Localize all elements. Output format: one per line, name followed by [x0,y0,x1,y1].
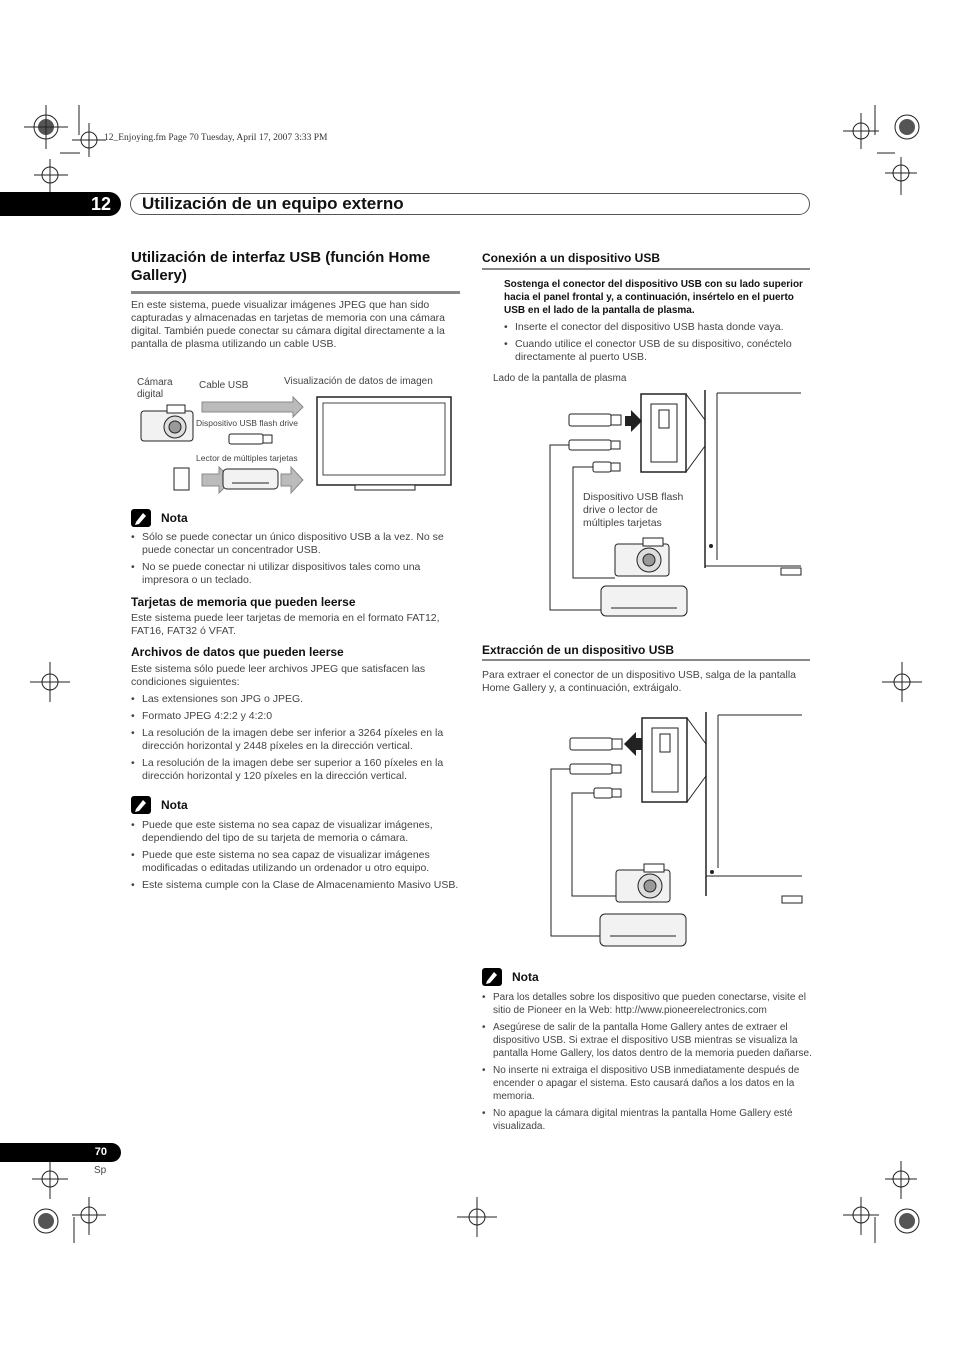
memory-card-icon [173,467,190,491]
usb-flash-drive-icon [228,433,273,445]
list-item: La resolución de la imagen debe ser supe… [131,757,461,783]
list-item: Asegúrese de salir de la pantalla Home G… [482,1021,812,1060]
list-item: Cuando utilice el conector USB de su dis… [504,338,814,364]
list-item: Las extensiones son JPG o JPEG. [131,693,461,706]
note-icon [131,509,151,527]
note-icon [482,968,502,986]
usb-insert-diagram [549,390,802,617]
list-item: No se puede conectar ni utilizar disposi… [131,561,461,587]
list-item: La resolución de la imagen debe ser infe… [131,727,461,753]
chapter-number: 12 [0,192,121,216]
note-label: Nota [512,970,539,984]
camera-icon [615,863,671,903]
note-label: Nota [161,511,188,525]
usb-remove-diagram [550,712,803,947]
remove-heading: Extracción de un dispositivo USB [482,643,675,657]
cards-paragraph: Este sistema puede leer tarjetas de memo… [131,612,440,637]
file-info: 12_Enjoying.fm Page 70 Tuesday, April 17… [104,133,328,143]
registration-mark-mid-right [882,662,922,702]
cards-heading: Tarjetas de memoria que pueden leerse [131,595,356,609]
cable-label: Cable USB [199,380,249,391]
heading-rule [482,659,810,661]
flash-drive-label: Dispositivo USB flash drive [196,418,299,428]
arrow-right-icon [625,410,642,432]
note-list-2: Puede que este sistema no sea capaz de v… [131,819,461,896]
list-item: Para los detalles sobre los dispositivo … [482,991,812,1017]
connect-list: Inserte el conector del dispositivo USB … [504,321,814,368]
connect-instruction: Sostenga el conector del dispositivo USB… [504,279,803,316]
card-reader-label: Lector de múltiples tarjetas [196,453,298,463]
note-label: Nota [161,798,188,812]
card-reader-icon [600,585,688,617]
list-item: No inserte ni extraiga el dispositivo US… [482,1064,812,1103]
page-language: Sp [94,1165,107,1176]
plasma-display-side-icon [705,712,803,904]
usb-flash-drive-icon [568,413,622,427]
note-icon [131,796,151,814]
usb-flash-drive-icon [569,737,623,751]
connect-heading: Conexión a un dispositivo USB [482,251,661,265]
note-list-3: Para los detalles sobre los dispositivo … [482,991,812,1137]
device-label: Dispositivo USB flash drive o lector de … [583,491,684,529]
registration-mark-top-left [24,105,106,197]
intro-paragraph: En este sistema, puede visualizar imágen… [131,299,446,350]
card-reader-icon [222,468,279,490]
arrow-icon [201,395,304,419]
registration-mark-mid-left [30,662,70,702]
chapter-bar [130,193,810,215]
files-list: Las extensiones son JPG o JPEG. Formato … [131,693,461,787]
camera-label: Cámara digital [137,377,173,400]
list-item: Puede que este sistema no sea capaz de v… [131,849,461,875]
list-item: Puede que este sistema no sea capaz de v… [131,819,461,845]
files-heading: Archivos de datos que pueden leerse [131,645,344,659]
arrow-left-icon [624,732,642,756]
camera-icon [140,404,194,442]
plasma-display-icon [316,396,452,491]
section-heading-usb: Utilización de interfaz USB (función Hom… [131,249,431,284]
usb-port-panel-icon [641,717,707,803]
list-item: Formato JPEG 4:2:2 y 4:2:0 [131,710,461,723]
files-paragraph: Este sistema sólo puede leer archivos JP… [131,663,426,688]
list-item: Inserte el conector del dispositivo USB … [504,321,814,334]
chapter-title: Utilización de un equipo externo [142,194,404,213]
camera-icon [614,537,670,577]
registration-mark-bottom-right [843,1161,920,1243]
list-item: Sólo se puede conectar un único disposit… [131,531,461,557]
registration-mark-top-right [843,105,920,195]
usb-connection-diagram [140,395,452,495]
usb-cable-icon [550,763,622,937]
heading-rule [131,291,460,294]
plasma-display-side-icon [704,390,802,576]
list-item: No apague la cámara digital mientras la … [482,1107,812,1133]
plasma-side-label: Lado de la pantalla de plasma [493,373,627,384]
registration-mark-bottom-left [32,1161,106,1243]
usb-port-panel-icon [640,393,706,473]
usb-cable-icon [549,439,621,611]
note-list-1: Sólo se puede conectar un único disposit… [131,531,461,591]
display-label: Visualización de datos de imagen [284,376,433,387]
heading-rule [482,268,810,270]
list-item: Este sistema cumple con la Clase de Alma… [131,879,461,892]
registration-mark-bottom-center [457,1197,497,1237]
remove-paragraph: Para extraer el conector de un dispositi… [482,669,797,694]
page-number: 70 [0,1143,121,1162]
card-reader-icon [599,913,687,947]
